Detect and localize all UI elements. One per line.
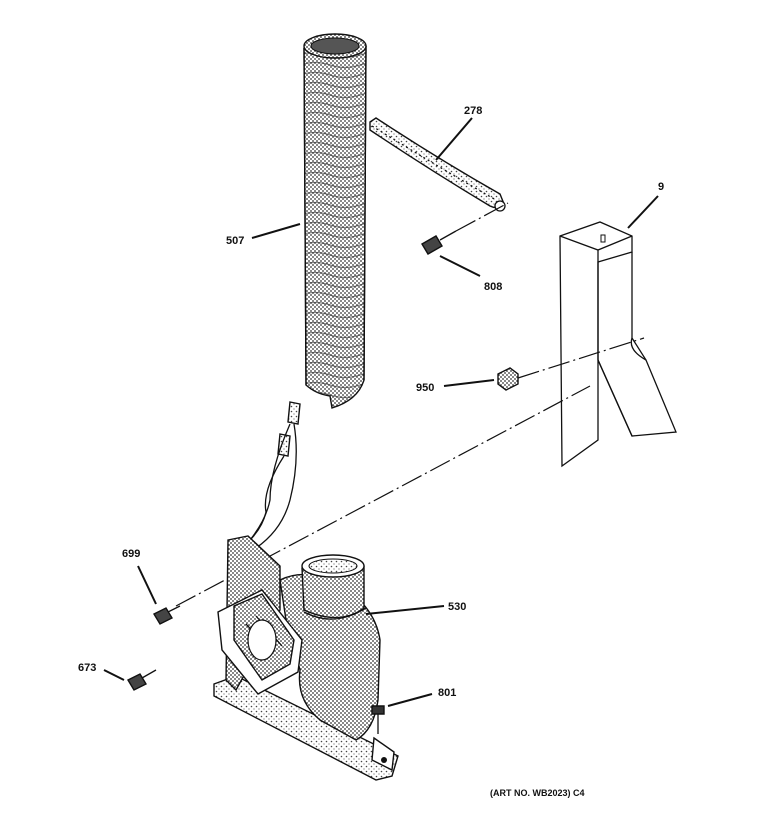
callout-801: 801	[438, 687, 456, 699]
flexible-duct	[303, 33, 367, 409]
callout-699: 699	[122, 548, 140, 560]
clip-950	[497, 337, 645, 391]
callout-808: 808	[484, 281, 502, 293]
clamp-strap	[369, 117, 506, 212]
callout-950: 950	[416, 382, 434, 394]
screw-801	[371, 705, 385, 734]
art-number: (ART NO. WB2023) C4	[490, 788, 585, 798]
vent-bracket	[559, 221, 677, 468]
callout-9: 9	[658, 181, 664, 193]
callout-673: 673	[78, 662, 96, 674]
blower-assembly	[213, 535, 399, 781]
callout-530: 530	[448, 601, 466, 613]
screw-808	[421, 202, 509, 255]
screw-699	[153, 605, 181, 625]
callout-278: 278	[464, 105, 482, 117]
screw-673	[127, 669, 157, 691]
wire-harness	[243, 401, 301, 549]
leader-lines	[103, 117, 659, 707]
callout-507: 507	[226, 235, 244, 247]
